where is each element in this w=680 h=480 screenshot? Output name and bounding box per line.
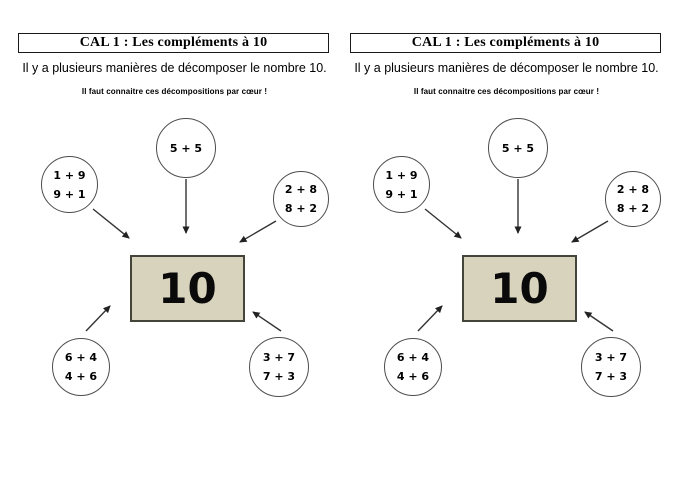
bubble-line: 5 + 5: [501, 141, 535, 155]
bubble-line: 9 + 1: [385, 187, 418, 201]
arrow-bottom-right-icon: [252, 311, 282, 332]
note-text: Il faut connaitre ces décompositions par…: [413, 87, 600, 96]
page-title: CAL 1 : Les compléments à 10: [411, 35, 600, 50]
bubble-3-plus-7: 3 + 7 7 + 3: [581, 337, 641, 397]
bubble-line: 6 + 4: [64, 351, 98, 364]
target-number-box: 10: [462, 255, 577, 322]
bubble-line: 2 + 8: [616, 183, 650, 196]
panel-left: CAL 1 : Les compléments à 10 Il y a plus…: [9, 0, 340, 480]
bubble-line: 7 + 3: [594, 370, 628, 383]
title-box: CAL 1 : Les compléments à 10: [18, 33, 329, 53]
bubble-line: 3 + 7: [262, 351, 296, 364]
bubble-6-plus-4: 6 + 4 4 + 6: [52, 338, 110, 396]
page-title: CAL 1 : Les compléments à 10: [79, 35, 268, 50]
bubble-2-plus-8: 2 + 8 8 + 2: [605, 171, 661, 227]
subtitle: Il y a plusieurs manières de décomposer …: [354, 61, 659, 75]
subtitle: Il y a plusieurs manières de décomposer …: [22, 61, 327, 75]
arrow-bottom-right-icon: [584, 311, 614, 332]
title-box: CAL 1 : Les compléments à 10: [350, 33, 661, 53]
panel-right: CAL 1 : Les compléments à 10 Il y a plus…: [341, 0, 672, 480]
target-number-box: 10: [130, 255, 245, 322]
bubble-line: 5 + 5: [169, 141, 203, 155]
arrow-right-icon: [239, 220, 277, 243]
bubble-5-plus-5: 5 + 5: [156, 118, 216, 178]
bubble-5-plus-5: 5 + 5: [488, 118, 548, 178]
arrow-right-icon: [571, 220, 609, 243]
bubble-1-plus-9: 1 + 9 9 + 1: [41, 156, 98, 213]
bubble-line: 1 + 9: [53, 168, 86, 182]
bubble-line: 8 + 2: [616, 202, 650, 215]
arrow-bottom-left-icon: [85, 305, 111, 332]
bubble-6-plus-4: 6 + 4 4 + 6: [384, 338, 442, 396]
target-number: 10: [490, 264, 549, 313]
bubble-line: 6 + 4: [396, 351, 430, 364]
arrow-left-icon: [92, 208, 130, 239]
arrow-bottom-left-icon: [417, 305, 443, 332]
bubble-line: 2 + 8: [284, 183, 318, 196]
bubble-line: 3 + 7: [594, 351, 628, 364]
bubble-line: 9 + 1: [53, 187, 86, 201]
bubble-2-plus-8: 2 + 8 8 + 2: [273, 171, 329, 227]
bubble-line: 4 + 6: [64, 370, 98, 383]
bubble-line: 8 + 2: [284, 202, 318, 215]
bubble-line: 4 + 6: [396, 370, 430, 383]
arrow-left-icon: [424, 208, 462, 239]
target-number: 10: [158, 264, 217, 313]
bubble-1-plus-9: 1 + 9 9 + 1: [373, 156, 430, 213]
bubble-3-plus-7: 3 + 7 7 + 3: [249, 337, 309, 397]
bubble-line: 7 + 3: [262, 370, 296, 383]
note-text: Il faut connaitre ces décompositions par…: [81, 87, 268, 96]
bubble-line: 1 + 9: [385, 168, 418, 182]
